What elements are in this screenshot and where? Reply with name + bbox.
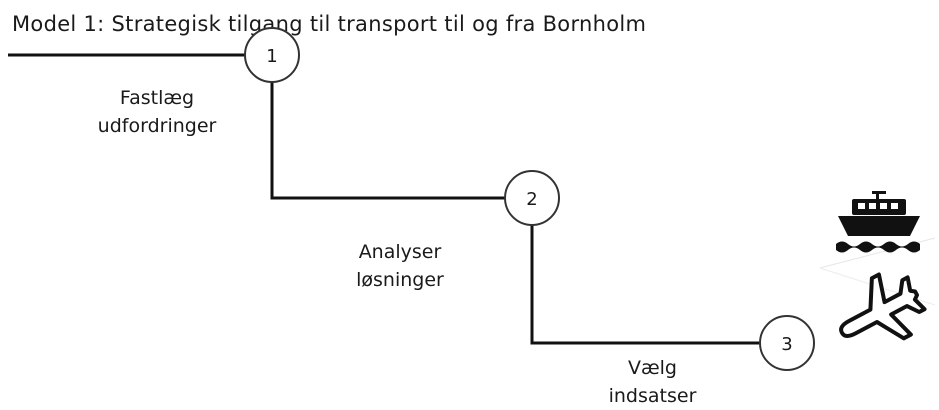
step-marker-2: 2 xyxy=(504,170,560,226)
ferry-icon xyxy=(836,191,920,253)
step-label-3: Vælg indsatser xyxy=(585,354,720,410)
step-label-2-line2: løsninger xyxy=(356,269,444,291)
step-label-1-line1: Fastlæg xyxy=(119,87,195,109)
step-number-3: 3 xyxy=(781,334,792,355)
step-label-3-line1: Vælg xyxy=(628,357,677,379)
step-label-1: Fastlæg udfordringer xyxy=(82,84,232,140)
step-circle-2 xyxy=(504,170,560,226)
step-circle-3 xyxy=(759,315,815,371)
step-marker-1: 1 xyxy=(244,27,300,83)
step-circle-1 xyxy=(244,27,300,83)
page-title: Model 1: Strategisk tilgang til transpor… xyxy=(12,12,647,36)
step-label-2-line1: Analyser xyxy=(358,241,442,263)
process-diagram: 1 2 3 xyxy=(8,27,936,371)
step-marker-3: 3 xyxy=(759,315,815,371)
step-label-1-line2: udfordringer xyxy=(97,115,217,137)
step-label-3-line2: indsatser xyxy=(608,385,697,407)
step-label-2: Analyser løsninger xyxy=(325,238,475,294)
step-number-2: 2 xyxy=(526,189,537,210)
airplane-icon xyxy=(839,272,927,341)
step-number-1: 1 xyxy=(266,46,277,67)
